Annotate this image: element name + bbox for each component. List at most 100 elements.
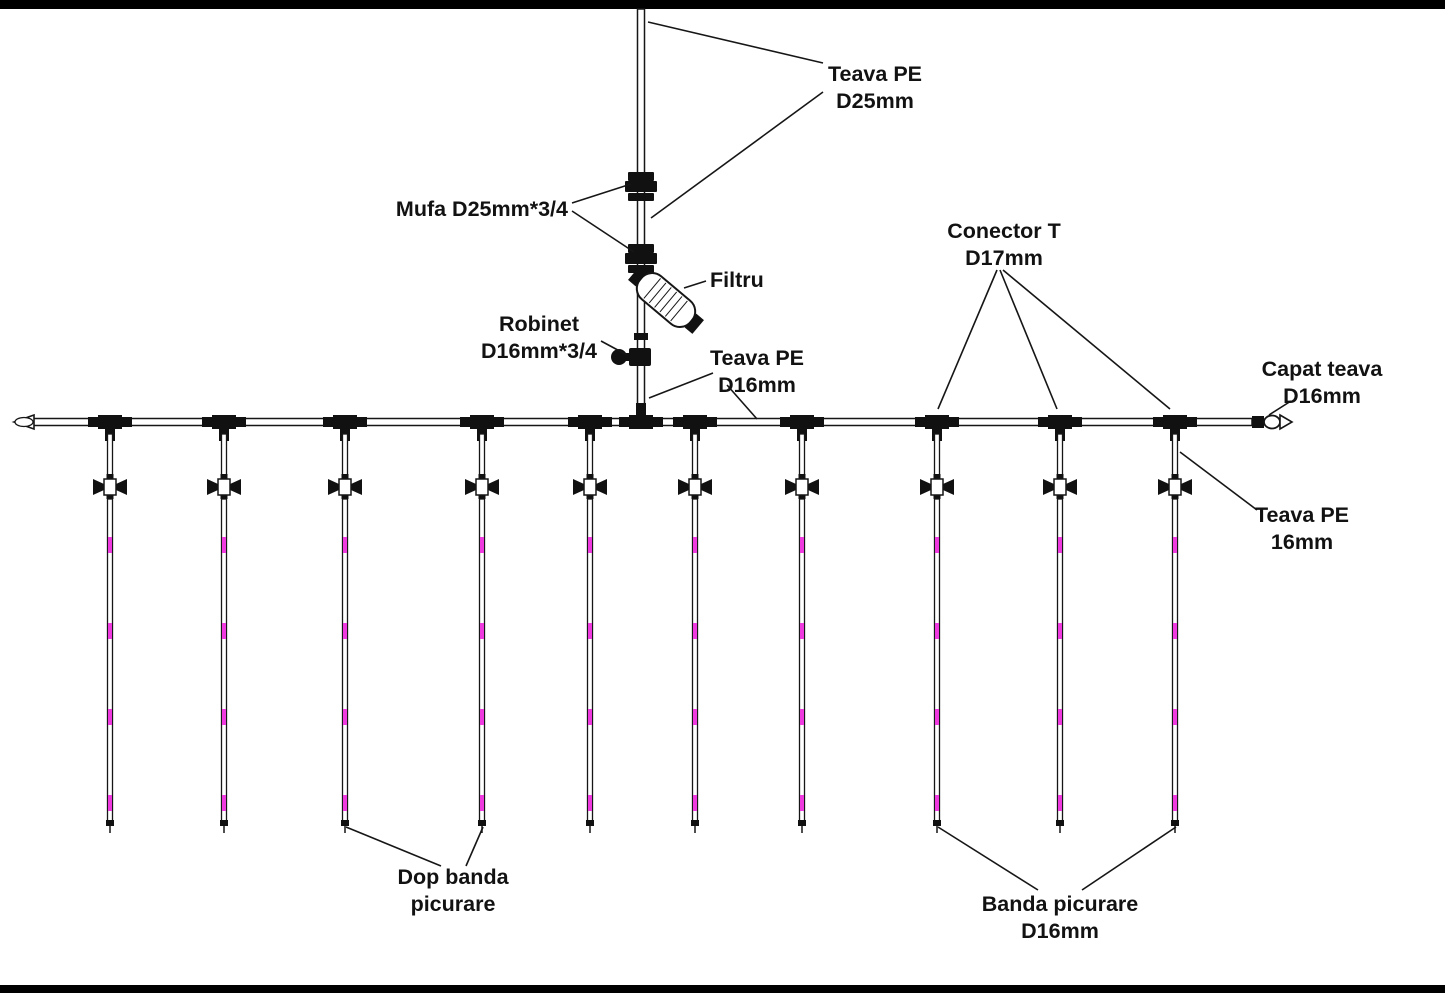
pipe-collar — [634, 333, 648, 340]
tape-connector — [920, 474, 954, 499]
leader-mufa-bottom — [571, 210, 635, 253]
tape-end-plug — [1056, 820, 1064, 826]
drip-tape — [920, 433, 954, 833]
emitter — [480, 537, 484, 553]
drip-tape — [93, 433, 127, 833]
emitter — [343, 795, 347, 811]
drip-tape — [328, 433, 362, 833]
emitter — [108, 623, 112, 639]
emitter — [588, 709, 592, 725]
emitter — [108, 537, 112, 553]
leader-filtru — [683, 280, 707, 289]
leader-dop-left — [345, 826, 442, 867]
emitter — [1058, 537, 1062, 553]
emitter — [1058, 709, 1062, 725]
drip-tape — [1158, 433, 1192, 833]
valve-robinet — [611, 348, 651, 366]
top-border-bar — [0, 0, 1445, 9]
emitter — [222, 623, 226, 639]
leader-banda-left — [937, 826, 1039, 891]
emitter — [343, 623, 347, 639]
emitter — [222, 537, 226, 553]
emitter — [1173, 623, 1177, 639]
emitter — [935, 709, 939, 725]
emitter — [222, 709, 226, 725]
emitter — [935, 795, 939, 811]
emitter — [1058, 795, 1062, 811]
leader-conector-t-mid — [999, 269, 1058, 410]
tape-end-plug — [341, 820, 349, 826]
tape-connector — [1158, 474, 1192, 499]
emitter — [588, 795, 592, 811]
tape-connector — [93, 474, 127, 499]
drip-tape — [207, 433, 241, 833]
emitter — [800, 795, 804, 811]
leader-teava-pe16 — [1179, 451, 1258, 511]
drip-tape — [573, 433, 607, 833]
emitter — [800, 709, 804, 725]
tape-connector — [328, 474, 362, 499]
emitter — [588, 537, 592, 553]
leader-banda-right — [1081, 826, 1177, 891]
emitter — [1173, 537, 1177, 553]
tape-end-plug — [691, 820, 699, 826]
emitter — [480, 623, 484, 639]
tape-connector — [1043, 474, 1077, 499]
emitter — [693, 537, 697, 553]
tape-end-plug — [933, 820, 941, 826]
emitter — [222, 795, 226, 811]
label-mufa-d25mm: Mufa D25mm*3/4 — [396, 197, 568, 221]
leader-teava-d16-stub — [648, 372, 714, 399]
leader-teava-d25-top — [647, 21, 824, 64]
tape-connector — [785, 474, 819, 499]
emitter — [693, 623, 697, 639]
leader-capat-teava — [1268, 400, 1292, 416]
leader-robinet — [600, 340, 628, 356]
filter — [628, 266, 704, 334]
emitter — [693, 795, 697, 811]
tape-end-plug — [478, 820, 486, 826]
coupling-mufa — [625, 172, 657, 201]
tape-end-plug — [1171, 820, 1179, 826]
emitter — [343, 537, 347, 553]
end-cap-left — [11, 413, 35, 431]
emitter — [800, 537, 804, 553]
emitter — [108, 709, 112, 725]
bottom-border-bar — [0, 985, 1445, 993]
emitter — [800, 623, 804, 639]
junction-tee — [619, 403, 663, 429]
tape-connector — [465, 474, 499, 499]
tape-connector — [207, 474, 241, 499]
emitter — [935, 623, 939, 639]
emitter — [1173, 795, 1177, 811]
emitter — [935, 537, 939, 553]
leader-dop-right — [465, 826, 484, 867]
emitter — [480, 795, 484, 811]
leader-teava-d25-mid — [650, 91, 824, 219]
tape-end-plug — [798, 820, 806, 826]
emitter — [693, 709, 697, 725]
tape-connector — [573, 474, 607, 499]
tape-end-plug — [586, 820, 594, 826]
end-cap-right — [1252, 413, 1294, 431]
leader-teava-d16-pipe — [726, 384, 758, 420]
leader-conector-t-left — [937, 269, 998, 410]
label-filtru: Filtru — [710, 268, 764, 292]
emitter — [108, 795, 112, 811]
emitter — [343, 709, 347, 725]
drip-tape — [1043, 433, 1077, 833]
emitter — [588, 623, 592, 639]
emitter — [1173, 709, 1177, 725]
drip-tape — [678, 433, 712, 833]
tape-end-plug — [220, 820, 228, 826]
emitter — [480, 709, 484, 725]
drip-tape — [465, 433, 499, 833]
